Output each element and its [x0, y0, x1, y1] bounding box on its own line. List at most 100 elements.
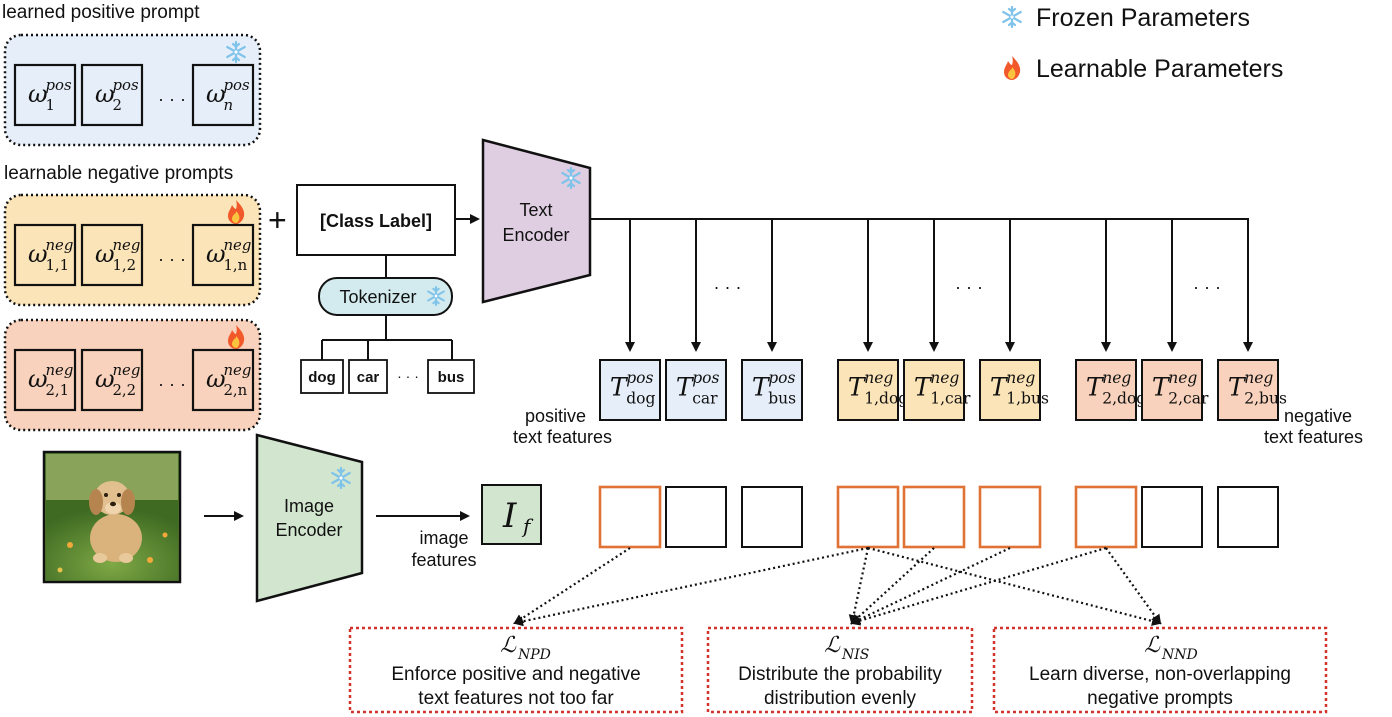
prompt-token: [13, 223, 77, 287]
prompt-token-superscript: neg: [223, 236, 251, 254]
prompt-token: [13, 348, 77, 412]
text-encoder-label-line2: Encoder: [502, 225, 569, 245]
image-encoder[interactable]: Image Encoder: [255, 433, 364, 603]
text-feature-symbol: T: [676, 373, 695, 402]
score-box: [1074, 485, 1138, 549]
text-encoder[interactable]: Text Encoder: [481, 138, 592, 304]
loss-arrow: [513, 546, 869, 627]
loss-arrow: [850, 547, 1011, 625]
loss-arrow: [850, 546, 1107, 626]
score-box: [598, 485, 662, 549]
score-box: [978, 485, 1042, 549]
prompt-token-superscript: neg: [112, 361, 140, 379]
text-feature-superscript: neg: [930, 369, 959, 387]
class-label-text: [Class Label]: [320, 211, 432, 231]
negative-features-label-line2: text features: [1264, 427, 1363, 447]
prompt-ellipsis: · · ·: [158, 374, 186, 394]
prompt-token-symbol: ω: [206, 365, 226, 393]
image-features-label-line1: image: [419, 528, 468, 548]
text-feature-subscript: 2,bus: [1244, 390, 1287, 408]
positive-prompt-title: learned positive prompt: [2, 2, 200, 23]
text-feature-subscript: car: [692, 390, 718, 408]
text-feature-superscript: neg: [864, 369, 893, 387]
prompt-token: [13, 63, 77, 127]
prompt-token-superscript: pos: [45, 76, 71, 94]
loss-subscript: NND: [1161, 647, 1198, 663]
loss-subscript: NPD: [517, 647, 551, 663]
negative-features-label-line1: negative: [1284, 406, 1352, 426]
prompt-token-superscript: pos: [223, 76, 249, 94]
text-feature-symbol: T: [610, 373, 629, 402]
similarity-score-row: [598, 485, 1279, 549]
text-feature-subscript: 1,dog: [864, 390, 908, 408]
positive-features-label-line1: positive: [525, 406, 586, 426]
prompt-token-superscript: neg: [45, 361, 73, 379]
text-feature-superscript: neg: [1006, 369, 1035, 387]
flame-icon: [1004, 56, 1021, 80]
branch-ellipsis: · · ·: [1193, 277, 1221, 297]
class-name: bus: [438, 369, 465, 386]
prompt-token-symbol: ω: [28, 240, 48, 268]
legend: Frozen Parameters Learnable Parameters: [1002, 4, 1283, 83]
text-feature-symbol: T: [1152, 373, 1171, 402]
text-feature-superscript: pos: [768, 369, 795, 387]
negative-prompts-title: learnable negative prompts: [4, 163, 233, 184]
text-feature-superscript: neg: [1244, 369, 1273, 387]
loss-arrows: [513, 546, 1162, 627]
prompt-token-superscript: neg: [223, 361, 251, 379]
class-ellipsis: · · ·: [397, 368, 419, 384]
prompt-token-subscript: 1: [45, 96, 54, 114]
score-box: [741, 486, 803, 548]
prompt-token-symbol: ω: [95, 240, 115, 268]
loss-arrow: [1105, 547, 1162, 625]
prompt-token-subscript: 1,1: [45, 256, 69, 274]
loss-description-line2: negative prompts: [1087, 688, 1233, 709]
prompt-token-superscript: neg: [45, 236, 73, 254]
loss-description-line2: text features not too far: [418, 688, 614, 709]
text-feature-superscript: pos: [626, 369, 653, 387]
prompt-token-subscript: 1,2: [112, 256, 136, 274]
prompt-token-symbol: ω: [95, 80, 115, 108]
prompt-token: [80, 63, 144, 127]
loss-arrow: [513, 547, 631, 625]
text-feature-subscript: 1,car: [930, 390, 971, 408]
class-box-car: car: [348, 359, 388, 394]
prompt-token-symbol: ω: [28, 365, 48, 393]
prompt-token-superscript: pos: [112, 76, 138, 94]
score-box: [1141, 486, 1203, 548]
prompt-token-symbol: ω: [28, 80, 48, 108]
loss-description-line1: Learn diverse, non-overlapping: [1029, 664, 1291, 685]
loss-description-line2: distribution evenly: [764, 688, 917, 709]
text-feature-symbol: T: [990, 373, 1009, 402]
image-encoder-label-line2: Encoder: [275, 520, 342, 540]
text-feature-branches: · · ·· · ·· · ·: [590, 218, 1253, 352]
text-feature-superscript: pos: [692, 369, 719, 387]
prompt-token-symbol: ω: [206, 240, 226, 268]
class-label-box: [Class Label]: [296, 184, 456, 256]
prompt-token-subscript: 2,1: [45, 381, 69, 399]
prompt-token-subscript: 2,2: [112, 381, 136, 399]
score-box: [902, 485, 966, 549]
image-feature-symbol: I: [502, 496, 517, 536]
loss-symbol: ℒ: [824, 633, 841, 658]
branch-ellipsis: · · ·: [955, 277, 983, 297]
class-name: car: [357, 369, 380, 386]
loss-description-line1: Enforce positive and negative: [391, 664, 640, 685]
text-feature-symbol: T: [1228, 373, 1247, 402]
image-features-label-line2: features: [411, 550, 476, 570]
